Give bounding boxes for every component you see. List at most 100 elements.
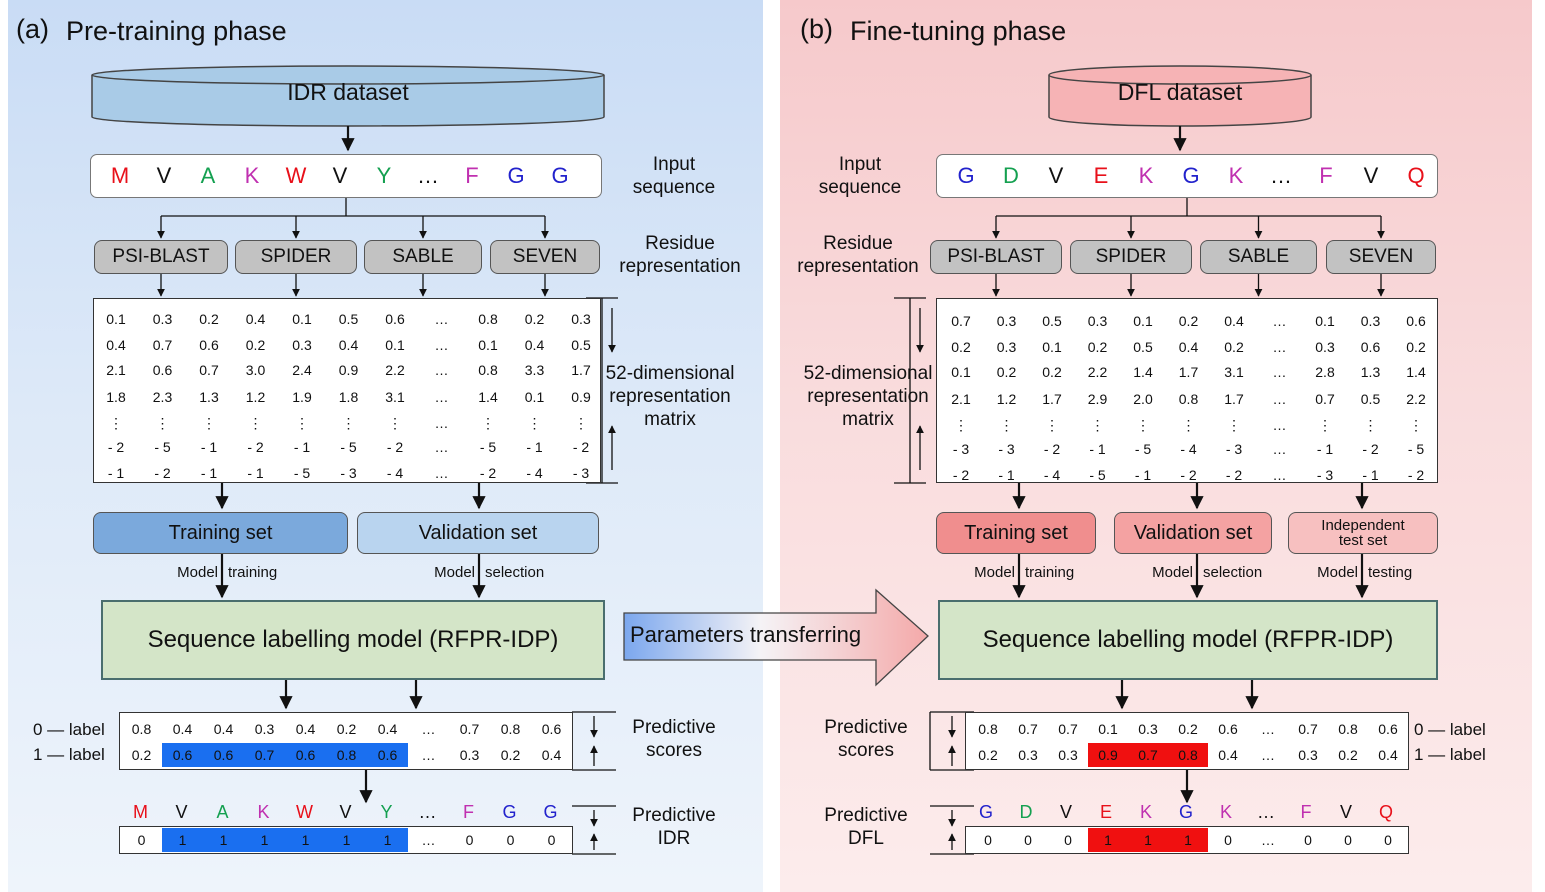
score-cell: 0.2 (131, 747, 152, 763)
score-cell: 0.8 (1338, 721, 1358, 737)
score-cell: 0.3 (254, 721, 275, 737)
predicted-residue: Q (1378, 802, 1393, 822)
predicted-residue: G (502, 802, 517, 822)
matrix-cell: 2.2 (385, 362, 405, 378)
predicted-bit: 1 (285, 828, 326, 852)
matrix-cell: 0.3 (152, 311, 173, 327)
matrix-cell: 0.1 (292, 311, 312, 327)
matrix-cell: 1.4 (1133, 364, 1153, 380)
matrix-cell: 3.0 (245, 362, 266, 378)
score-cell: 0.2 (978, 747, 998, 763)
matrix-cell: 0.1 (951, 364, 971, 380)
label-0: 0 — label (33, 720, 105, 739)
matrix-cell: 0.7 (1315, 391, 1335, 407)
note-word: training (1025, 564, 1075, 581)
matrix-cell: … (434, 415, 449, 431)
note-word: Model (1152, 564, 1193, 581)
matrix-cell: - 4 (1043, 467, 1061, 483)
score-cell: 0.4 (1378, 747, 1398, 763)
matrix-cell: 1.2 (996, 391, 1017, 407)
score-cell: 0.4 (1218, 747, 1238, 763)
predicted-residue: V (1339, 802, 1352, 822)
predictive-scores-label-line: Predictive (632, 717, 716, 738)
input-sequence-label-line: Input (838, 154, 882, 175)
predictive-scores-label-line: Predictive (824, 717, 908, 738)
matrix-dimension-label-line: matrix (644, 409, 696, 430)
predicted-residue: W (296, 802, 313, 822)
matrix-cell: - 2 (952, 467, 970, 483)
matrix-cell: 0.1 (1315, 313, 1335, 329)
matrix-cell: 0.1 (524, 389, 545, 405)
predicted-bit: 0 (1304, 832, 1312, 848)
feature-sable-box: SABLE (364, 240, 482, 274)
matrix-cell: 0.1 (385, 337, 405, 353)
matrix-cell: 0.2 (1042, 364, 1062, 380)
predicted-residue: Y (380, 802, 393, 822)
matrix-cell: - 2 (386, 439, 404, 455)
residue: V (1363, 163, 1379, 188)
matrix-cell: 0.5 (1133, 339, 1153, 355)
matrix-cell: 0.4 (338, 337, 359, 353)
predictive-label-line: DFL (848, 828, 884, 849)
dataset-label: IDR dataset (287, 79, 409, 105)
matrix-cell: - 3 (1225, 441, 1243, 457)
matrix-cell: 2.2 (1087, 364, 1108, 380)
matrix-cell: 0.3 (996, 339, 1017, 355)
matrix-cell: ⋮ (1227, 417, 1241, 433)
matrix-cell: … (1272, 417, 1287, 433)
matrix-cell: 2.3 (152, 389, 173, 405)
matrix-cell: 0.1 (1133, 313, 1153, 329)
note-word: Model (1317, 564, 1358, 581)
matrix-cell: ⋮ (388, 415, 402, 431)
predicted-bit: 1 (1168, 828, 1208, 852)
matrix-cell: - 4 (526, 465, 543, 481)
set-label-line: Independent (1321, 517, 1405, 534)
note-word: Model (974, 564, 1015, 581)
score-cell: 0.2 (336, 721, 357, 737)
matrix-cell: 0.6 (1360, 339, 1381, 355)
residue: K (1138, 163, 1154, 188)
score-cell: 0.3 (1018, 747, 1038, 763)
matrix-cell: - 3 (572, 465, 590, 481)
matrix-cell: … (434, 439, 449, 455)
feature-sable-box: SABLE (1200, 240, 1317, 274)
score-cell: 0.8 (500, 721, 521, 737)
predicted-bit: 0 (506, 832, 515, 848)
matrix-cell: 0.1 (478, 337, 498, 353)
matrix-cell: 2.1 (951, 391, 971, 407)
matrix-cell: 0.9 (338, 362, 359, 378)
matrix-cell: 1.8 (338, 389, 359, 405)
score-cell: 0.2 (1338, 747, 1358, 763)
training-set-box: Training set (93, 512, 348, 554)
matrix-cell: 1.7 (1042, 391, 1062, 407)
predicted-residue: V (1059, 802, 1072, 822)
matrix-cell: 0.5 (1042, 313, 1062, 329)
predicted-bit: 1 (367, 828, 408, 852)
matrix-cell: 3.3 (524, 362, 545, 378)
score-cell: 0.6 (203, 743, 244, 767)
matrix-cell: ⋮ (341, 415, 356, 431)
score-cell: 0.4 (213, 721, 234, 737)
matrix-cell: - 5 (154, 439, 171, 455)
matrix-cell: 0.2 (1178, 313, 1199, 329)
dataset-cylinder (1048, 65, 1312, 127)
residue: G (551, 163, 569, 188)
residue: D (1003, 163, 1019, 188)
predicted-residue: E (1099, 802, 1112, 822)
matrix-cell: 1.3 (1360, 364, 1381, 380)
matrix-cell: … (434, 311, 449, 327)
matrix-cell: - 2 (1043, 441, 1061, 457)
predicted-bit: … (1261, 832, 1275, 848)
matrix-dimension-label-line: 52-dimensional (803, 363, 933, 384)
matrix-cell: 1.7 (571, 362, 591, 378)
residue: … (417, 163, 439, 188)
matrix-cell: ⋮ (1045, 417, 1059, 433)
residue: F (1319, 163, 1333, 188)
matrix-cell: … (434, 465, 449, 481)
